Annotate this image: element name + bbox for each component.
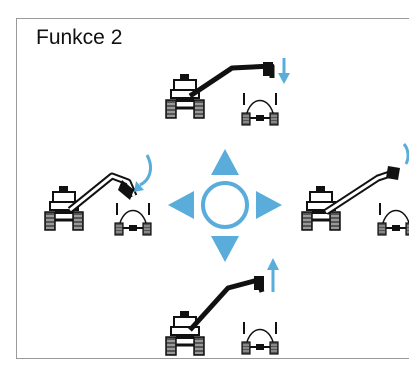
joystick-left-arrow — [168, 191, 194, 219]
position-right — [300, 143, 409, 236]
front-implement-icon — [377, 202, 409, 236]
joystick-up-arrow — [211, 149, 239, 175]
position-left — [43, 154, 152, 236]
panel-title: Funkce 2 — [36, 26, 123, 49]
front-implement-icon — [241, 92, 279, 126]
position-top — [164, 58, 290, 126]
motion-arrow-icon — [139, 154, 152, 187]
joystick-right-arrow — [256, 191, 282, 219]
joystick-center — [201, 181, 249, 229]
boom-arm — [188, 63, 275, 99]
front-implement-icon — [241, 321, 279, 355]
joystick-down-arrow — [211, 236, 239, 262]
position-bottom — [164, 258, 279, 357]
motion-arrow-icon — [402, 143, 409, 165]
boom-arm — [188, 277, 265, 332]
joystick-cross-icon — [168, 149, 282, 262]
tractor-icon — [164, 72, 206, 120]
front-implement-icon — [114, 202, 152, 236]
